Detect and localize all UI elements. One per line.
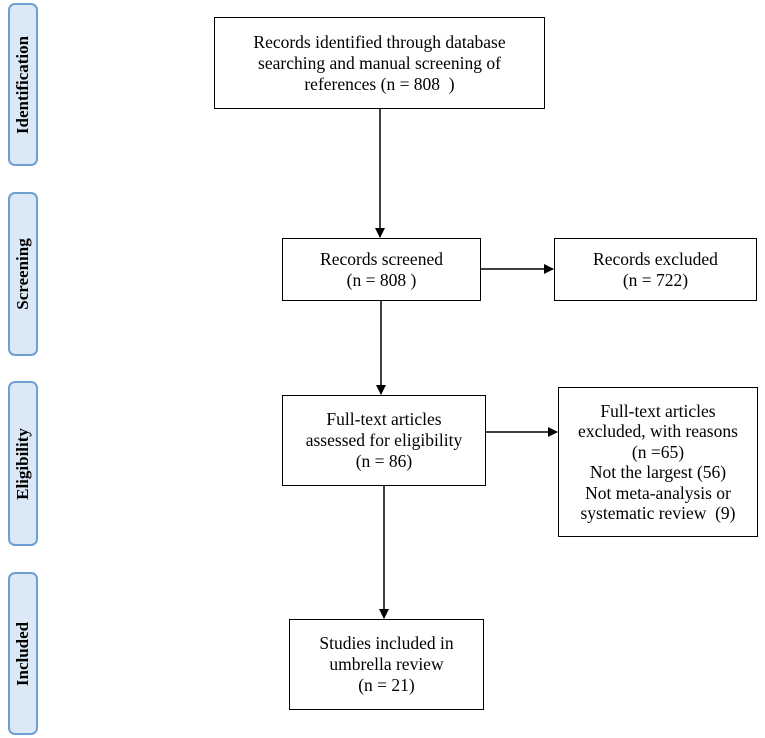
- box-line: (n = 21): [358, 675, 415, 695]
- stage-screening: Screening: [8, 192, 38, 356]
- box-line: Not the largest (56): [589, 462, 727, 482]
- box-line: (n = 808 ): [346, 269, 417, 290]
- box-line: (n =65): [631, 441, 685, 462]
- box-line: references (n = 808 ): [304, 73, 455, 94]
- box-line: Studies included in: [319, 633, 454, 653]
- box-line: assessed for eligibility: [305, 430, 463, 450]
- box-line: Records screened: [320, 248, 443, 269]
- box-records-identified: Records identified through database sear…: [214, 17, 545, 109]
- box-line: Records identified through database: [253, 31, 506, 52]
- box-line: Records excluded: [593, 248, 718, 269]
- stage-eligibility: Eligibility: [8, 381, 38, 546]
- box-line: umbrella review: [329, 654, 444, 674]
- box-line: searching and manual screening of: [258, 52, 501, 73]
- box-line: excluded, with reasons: [578, 421, 738, 441]
- box-records-screened: Records screened (n = 808 ): [282, 238, 481, 301]
- box-studies-included: Studies included in umbrella review (n =…: [289, 619, 484, 710]
- box-line: Not meta-analysis or: [585, 482, 731, 503]
- box-fulltext-excluded: Full-text articles excluded, with reason…: [558, 387, 758, 537]
- box-line: Full-text articles: [326, 409, 442, 429]
- box-line: (n = 86): [355, 451, 413, 471]
- stage-included: Included: [8, 572, 38, 735]
- box-line: (n = 722): [622, 269, 689, 290]
- box-line: Full-text articles: [600, 400, 716, 421]
- box-records-excluded: Records excluded (n = 722): [554, 238, 757, 301]
- box-fulltext-assessed: Full-text articles assessed for eligibil…: [282, 395, 486, 486]
- box-line: systematic review (9): [580, 503, 736, 523]
- stage-identification: Identification: [8, 3, 38, 166]
